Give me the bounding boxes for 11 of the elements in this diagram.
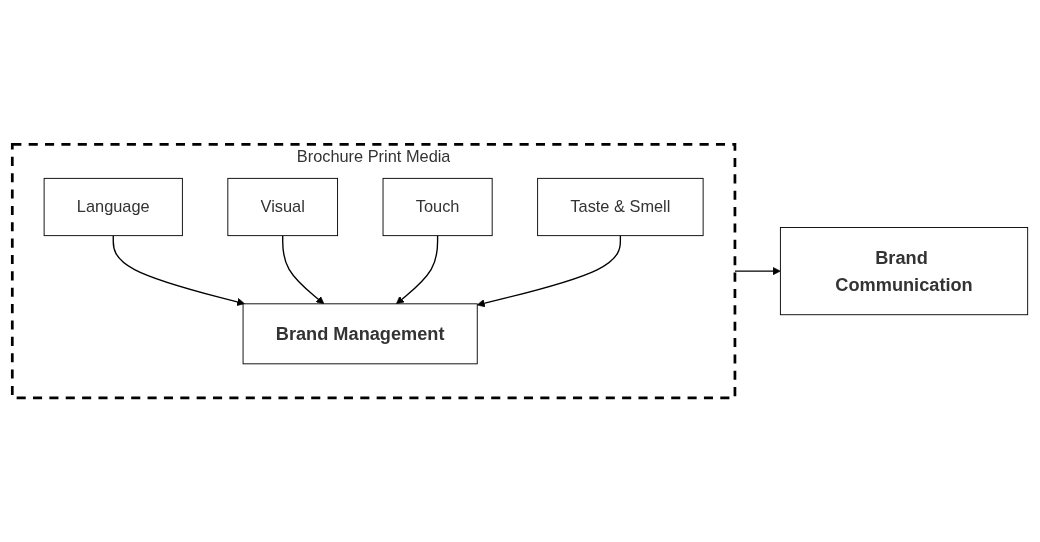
arrow [282, 234, 325, 305]
arrow [734, 267, 781, 275]
node-box: Brand Communication [779, 226, 1029, 316]
node-box: Brand Management [242, 303, 478, 365]
node-box: Taste & Smell [537, 177, 704, 236]
arrow [396, 234, 439, 305]
arrow [112, 234, 245, 306]
node-box: Visual [227, 177, 339, 236]
node-box: Touch [382, 177, 493, 236]
node-box: Language [43, 177, 183, 236]
arrow [476, 234, 622, 308]
